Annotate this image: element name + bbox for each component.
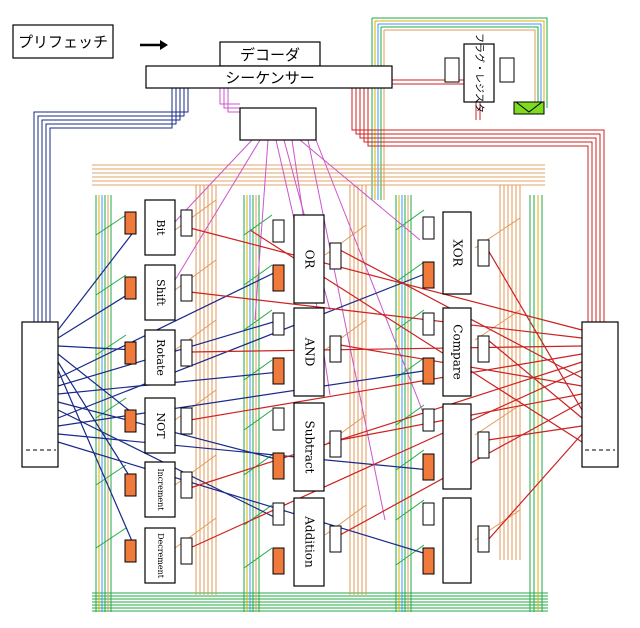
register-c3-4-a xyxy=(422,502,435,526)
unit-unit-3 xyxy=(442,403,472,490)
register-rotate-out xyxy=(180,339,193,367)
register-or-b xyxy=(272,264,285,292)
register-and-out xyxy=(329,335,342,363)
register-subtract-b xyxy=(272,452,285,480)
left-multiplexer xyxy=(21,321,59,468)
register-addition-out xyxy=(329,525,342,553)
register-decrement-in xyxy=(124,539,137,563)
register-c3-1-out xyxy=(477,239,490,267)
register-c3-3-out xyxy=(477,431,490,459)
register-c3-3-b xyxy=(422,453,435,481)
unit-bit xyxy=(144,199,176,256)
register-rotate-in xyxy=(124,341,137,365)
register-subtract-a xyxy=(272,407,285,431)
control-box xyxy=(239,107,317,141)
unit-rotate xyxy=(144,329,176,386)
orange-h-bus xyxy=(92,164,545,186)
unit-addition xyxy=(293,497,325,587)
prefetch-box: プリフェッチ xyxy=(12,24,114,59)
register-or-out xyxy=(329,242,342,270)
unit-compare-label: Compare xyxy=(451,324,465,379)
register-addition-b xyxy=(272,547,285,575)
unit-xor-label: XOR xyxy=(451,239,465,267)
register-c3-2-out xyxy=(477,335,490,363)
register-c3-1-b xyxy=(422,261,435,289)
unit-increment xyxy=(144,461,176,518)
register-c3-4-out xyxy=(477,525,490,553)
right-multiplexer xyxy=(581,321,619,468)
prefetch-label: プリフェッチ xyxy=(18,33,108,51)
register-bit-out xyxy=(180,209,193,237)
left-blue-bus xyxy=(33,86,189,322)
unit-subtract xyxy=(293,402,325,492)
decoder-box: デコーダ xyxy=(219,41,321,67)
right-red-bus xyxy=(351,79,605,322)
register-bit-in xyxy=(124,211,137,235)
register-not-in xyxy=(124,409,137,433)
register-shift-in xyxy=(124,276,137,300)
register-c3-3-a xyxy=(422,408,435,432)
magenta-bus xyxy=(219,86,240,113)
green-bottom-bus xyxy=(92,592,548,612)
register-c3-2-a xyxy=(422,312,435,336)
unit-shift-label: Shift xyxy=(154,279,167,306)
unit-compare xyxy=(442,307,472,397)
sequencer-label: シーケンサー xyxy=(225,69,315,87)
unit-decrement-label: Decrement xyxy=(156,533,165,579)
unit-and-label: AND xyxy=(303,337,317,367)
unit-subtract-label: Subtract xyxy=(303,421,317,474)
unit-not xyxy=(144,397,176,454)
register-addition-a xyxy=(272,502,285,526)
unit-not-label: NOT xyxy=(154,413,167,440)
bus-taps xyxy=(95,199,521,569)
register-subtract-out xyxy=(329,430,342,458)
unit-addition-label: Addition xyxy=(303,515,317,568)
register-decrement-out xyxy=(180,537,193,565)
flag-green-bus xyxy=(371,17,548,200)
unit-and xyxy=(293,307,325,397)
unit-decrement xyxy=(144,527,176,584)
unit-or xyxy=(293,214,325,304)
sequencer-box: シーケンサー xyxy=(145,65,393,89)
unit-bit-label: Bit xyxy=(154,219,167,236)
flag-register-label: フラグ・レジスタ xyxy=(473,33,486,113)
unit-or-label: OR xyxy=(303,250,317,270)
register-c3-2-b xyxy=(422,357,435,385)
register-c3-1-a xyxy=(422,216,435,240)
unit-unit-4 xyxy=(442,497,472,584)
flag-register: フラグ・レジスタ xyxy=(444,33,545,115)
register-c3-4-b xyxy=(422,547,435,575)
register-increment-in xyxy=(124,473,137,497)
arrow-right-icon xyxy=(140,40,168,50)
unit-increment-label: Increment xyxy=(156,468,165,511)
register-or-a xyxy=(272,219,285,243)
register-and-b xyxy=(272,357,285,385)
register-increment-out xyxy=(180,471,193,499)
register-not-out xyxy=(180,407,193,435)
register-shift-out xyxy=(180,274,193,302)
decoder-label: デコーダ xyxy=(240,46,300,64)
unit-xor xyxy=(442,211,472,295)
unit-shift xyxy=(144,264,176,321)
register-and-a xyxy=(272,312,285,336)
unit-rotate-label: Rotate xyxy=(154,339,167,376)
